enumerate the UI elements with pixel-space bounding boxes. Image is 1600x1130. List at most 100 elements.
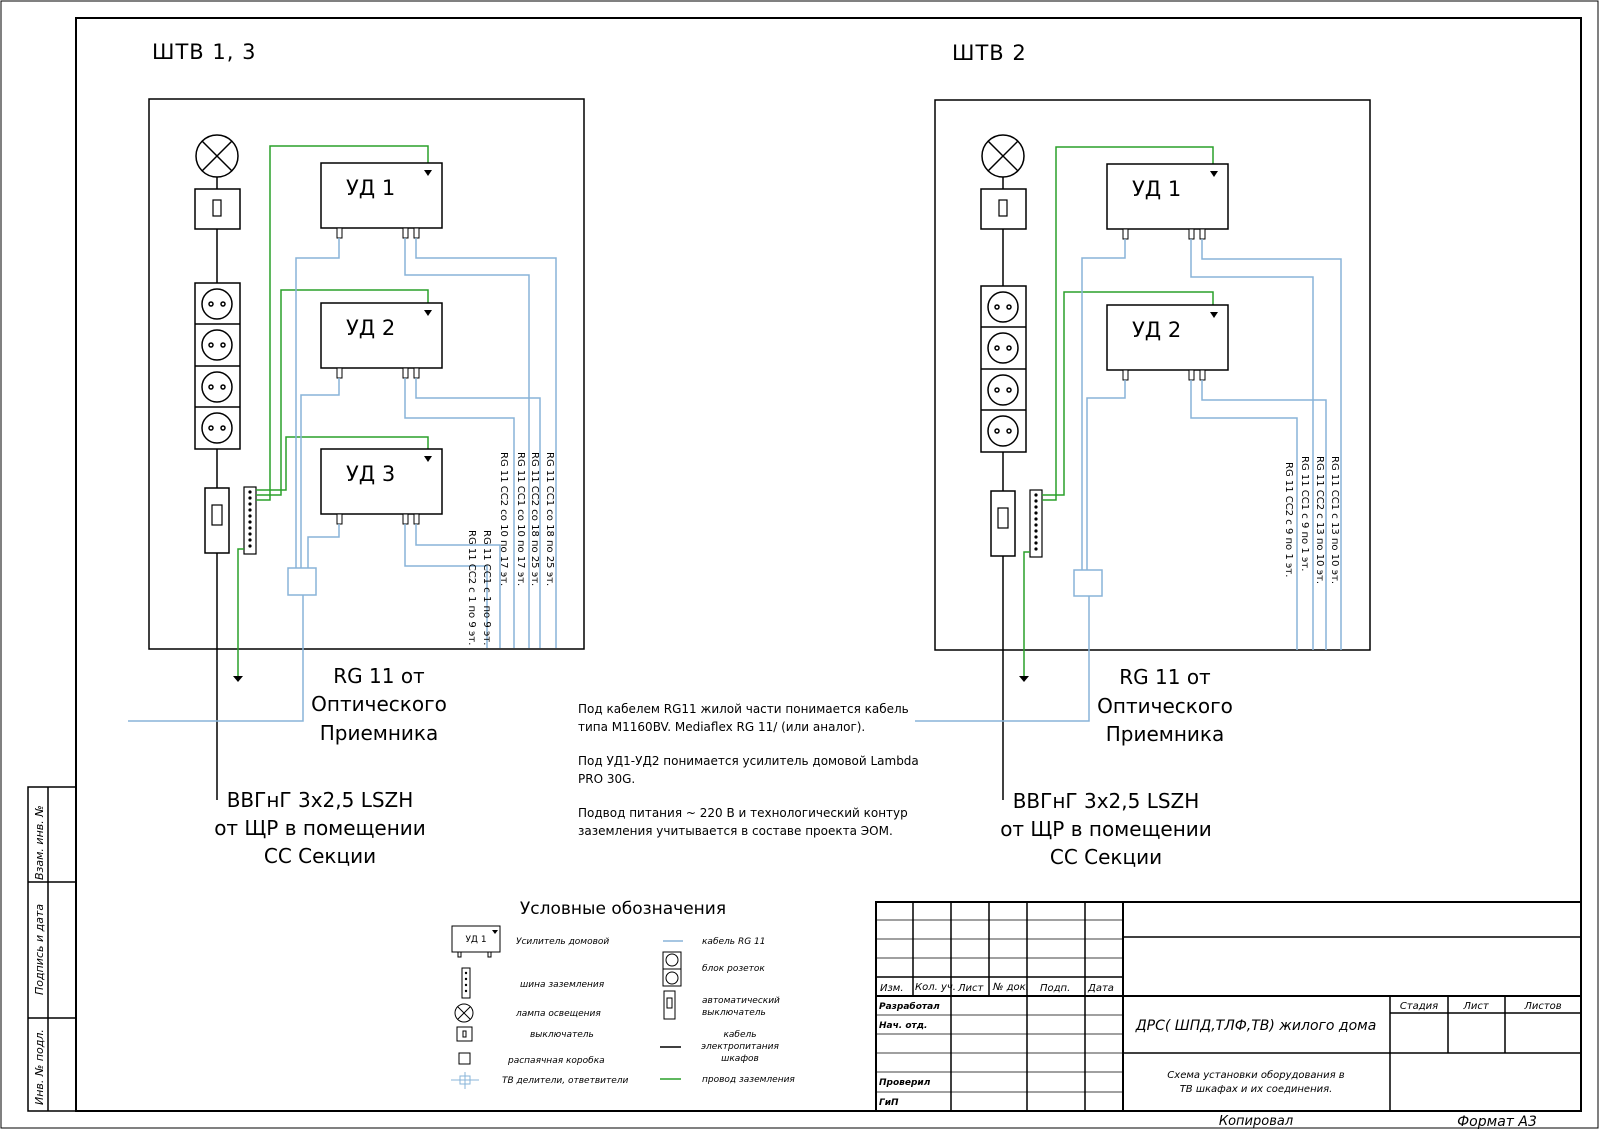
title-block [875, 901, 1582, 1112]
right-amp-1 [1106, 163, 1229, 240]
legend-breaker-label-2: выключатель [702, 1008, 766, 1018]
title-block-roles: Разработал Нач. отд. Проверил ГиП [879, 1001, 940, 1108]
svg-text:Под УД1-УД2 понимается усилите: Под УД1-УД2 понимается усилитель домовой… [578, 754, 919, 768]
right-cabinet-title: ШТВ 2 [952, 41, 1027, 65]
right-switch-icon [980, 188, 1027, 230]
legend-amp-icon [451, 925, 501, 958]
right-power-label: ВВГнГ 3х2,5 LSZH от ЩР в помещении СС Се… [1000, 789, 1212, 869]
svg-text:Подп.: Подп. [1040, 983, 1070, 994]
legend-junction-label: распаячная коробка [507, 1056, 605, 1066]
svg-text:Листов: Листов [1523, 1001, 1561, 1012]
svg-text:Оптического: Оптического [1097, 694, 1233, 718]
svg-text:заземления учитывается в соста: заземления учитывается в составе проекта… [578, 824, 893, 838]
left-ground-arrow-icon [233, 676, 243, 682]
svg-text:ВВГнГ 3х2,5 LSZH: ВВГнГ 3х2,5 LSZH [227, 788, 414, 812]
legend-amp-label: Усилитель домовой [516, 937, 609, 947]
legend-ground-bus-icon [461, 967, 471, 999]
right-cable-label-4: RG 11 CC2 с 9 по 1 эт. [1283, 462, 1294, 577]
svg-text:RG 11 от: RG 11 от [1119, 665, 1211, 689]
svg-text:СС Секции: СС Секции [264, 844, 376, 868]
svg-text:Приемника: Приемника [1106, 722, 1225, 746]
right-cable-label-2: RG 11 CC2 с 13 по 10 эт. [1314, 456, 1325, 584]
right-socket-block-icon [980, 285, 1027, 453]
right-lamp-icon [981, 134, 1025, 178]
left-cable-labels: RG 11 CC1 со 18 по 25 эт. RG 11 CC2 со 1… [466, 452, 555, 645]
svg-text:Оптического: Оптического [311, 692, 447, 716]
svg-text:Дата: Дата [1087, 983, 1114, 994]
left-breaker-icon [204, 487, 230, 554]
right-cable-label-1: RG 11 CC1 с 13 по 10 эт. [1329, 456, 1340, 584]
left-amp-1-label: УД 1 [346, 176, 395, 200]
legend-lamp-icon [454, 1003, 474, 1023]
left-switch-icon [194, 188, 241, 230]
inner-frame [75, 17, 1582, 1112]
legend-rg-cable-label: кабель RG 11 [702, 937, 766, 947]
left-rg-source-label: RG 11 от Оптического Приемника [311, 664, 447, 745]
side-field-sign: Подпись и дата [33, 904, 46, 995]
right-cabinet-box [934, 99, 1371, 651]
left-amp-3 [320, 448, 443, 525]
legend-breaker-icon [663, 990, 676, 1020]
left-amp-2-label: УД 2 [346, 316, 395, 340]
svg-text:Кол. уч.: Кол. уч. [915, 982, 956, 993]
svg-text:Разработал: Разработал [879, 1001, 940, 1012]
legend-power-cable-label-3: шкафов [721, 1054, 759, 1064]
side-field-zam: Взам. инв. № [33, 805, 46, 880]
svg-text:Проверил: Проверил [879, 1078, 931, 1088]
legend-ground-bus-label: шина заземления [520, 980, 605, 990]
legend-switch-label: выключатель [530, 1030, 594, 1040]
right-amp-2 [1106, 304, 1229, 381]
format-label: Формат А3 [1457, 1114, 1537, 1130]
sheet-title-line-2: ТВ шкафах и их соединения. [1180, 1084, 1333, 1095]
sheet-title-line-1: Схема установки оборудования в [1167, 1069, 1344, 1081]
right-ground-bus-icon [1029, 489, 1043, 558]
legend-lamp-label: лампа освещения [515, 1009, 601, 1019]
legend-sockets-icon [662, 951, 682, 987]
right-rg-cables [915, 239, 1342, 722]
legend-title: Условные обозначения [520, 899, 726, 919]
left-cable-label-3: RG 11 CC1 со 10 по 17 эт. [515, 452, 526, 586]
side-fields [27, 786, 77, 1112]
project-name: ДРС( ШПД,ТЛФ,ТВ) жилого дома [1135, 1018, 1377, 1034]
svg-text:ВВГнГ 3х2,5 LSZH: ВВГнГ 3х2,5 LSZH [1013, 789, 1200, 813]
side-field-inv: Инв. № подл. [33, 1029, 46, 1105]
left-power-label: ВВГнГ 3х2,5 LSZH от ЩР в помещении СС Се… [214, 788, 426, 868]
svg-text:Под кабелем RG11 жилой части п: Под кабелем RG11 жилой части понимается … [578, 702, 909, 716]
legend-splitter-icon [451, 1072, 479, 1089]
notes: Под кабелем RG11 жилой части понимается … [578, 702, 919, 838]
left-amp-1 [320, 162, 443, 239]
legend-amp-symbol: УД 1 [465, 935, 486, 945]
left-cabinet-title: ШТВ 1, 3 [152, 40, 256, 64]
legend-power-cable-label-2: электропитания [701, 1042, 779, 1052]
left-cable-label-2: RG 11 CC2 со 18 по 25 эт. [529, 452, 540, 586]
svg-text:PRO 30G.: PRO 30G. [578, 772, 635, 786]
svg-text:Стадия: Стадия [1400, 1001, 1438, 1012]
svg-text:типа M1160BV. Mediaflex RG: типа M1160BV. Mediaflex RG 11/ (или анал… [578, 720, 865, 734]
svg-text:RG 11 от: RG 11 от [333, 664, 425, 688]
svg-text:Приемника: Приемника [320, 721, 439, 745]
copied-label: Копировал [1219, 1114, 1293, 1129]
legend-breaker-label-1: автоматический [702, 996, 780, 1006]
svg-text:Подвод питания ~ 220 В и техно: Подвод питания ~ 220 В и технологический… [578, 806, 908, 820]
right-cable-label-3: RG 11 CC1 с 9 по 1 эт. [1299, 456, 1310, 571]
right-amp-1-label: УД 1 [1132, 177, 1181, 201]
right-amp-2-label: УД 2 [1132, 318, 1181, 342]
left-ground-bus-icon [243, 486, 257, 555]
svg-text:Лист: Лист [1462, 1001, 1490, 1012]
legend-junction-icon [458, 1052, 471, 1065]
left-amp-3-label: УД 3 [346, 462, 395, 486]
right-breaker-icon [990, 490, 1016, 557]
svg-text:№ док.: № док. [992, 982, 1029, 993]
title-block-header: Изм. Кол. уч. Лист № док. Подп. Дата [880, 982, 1114, 994]
svg-text:Нач. отд.: Нач. отд. [879, 1021, 927, 1031]
svg-text:СС Секции: СС Секции [1050, 845, 1162, 869]
left-socket-block-icon [194, 282, 241, 450]
left-amp-2 [320, 302, 443, 379]
legend-ground-wire-label: провод заземления [702, 1075, 795, 1085]
right-ground-wires [1023, 146, 1214, 676]
left-cable-label-4: RG 11 CC2 со 10 по 17 эт. [498, 452, 509, 586]
title-block-cols: Стадия Лист Листов [1400, 1001, 1562, 1012]
left-cable-label-5: RG 11 CC1 с 1 по 9 эт. [481, 530, 492, 645]
